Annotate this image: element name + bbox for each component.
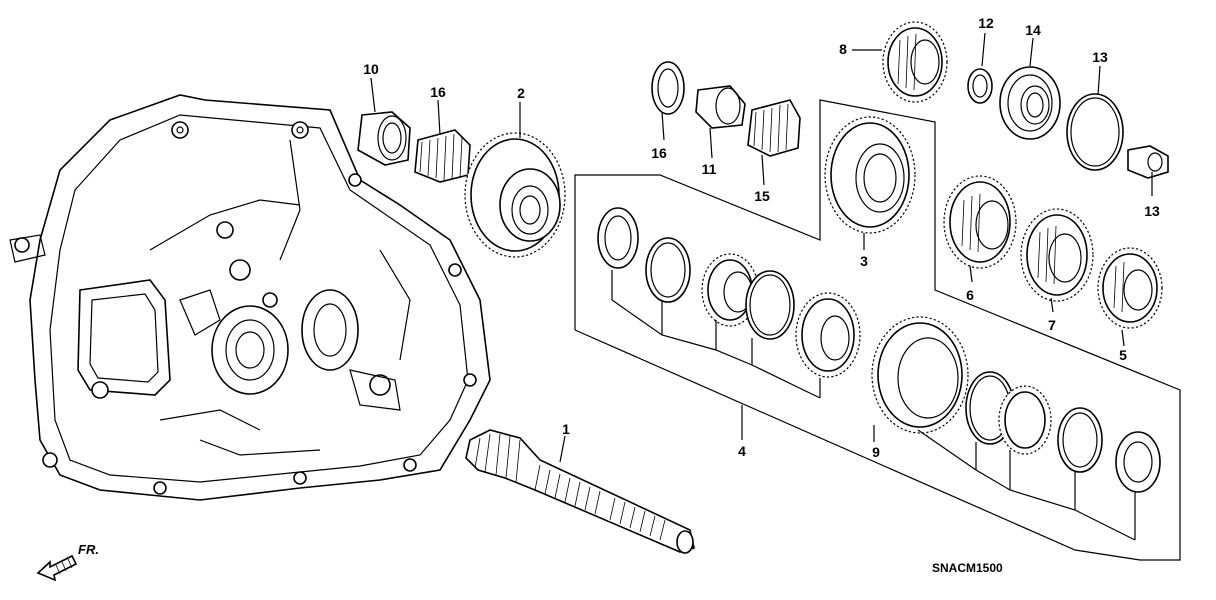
callout-6: 6 [966,287,974,303]
callout-17: 16 [651,145,667,161]
part-4-synchro-assembly[interactable] [597,207,795,340]
callout-8: 8 [839,41,847,57]
callout-15: 14 [1025,22,1041,38]
callout-3: 3 [860,253,868,269]
callout-7: 7 [1048,317,1056,333]
assembly-brackets [574,99,1181,561]
part-2-gear[interactable] [464,132,566,258]
part-14-snap-ring[interactable] [1066,93,1124,171]
part-1-mainshaft[interactable] [465,429,695,554]
callout-11: 11 [702,161,717,177]
part-3-gear[interactable] [824,116,916,234]
leader-lines [370,32,1153,463]
callout-1: 1 [562,421,570,437]
part-11-spacer[interactable] [695,85,746,129]
part-16-needle-bearing-right[interactable] [747,99,801,157]
part-15-ball-bearing[interactable] [999,66,1061,140]
callout-9: 9 [872,444,880,460]
part-9-synchro-assembly[interactable] [795,292,1161,493]
callout-16-left: 16 [430,84,446,100]
callout-14: 13 [1092,49,1108,65]
part-7-gear[interactable] [1020,208,1094,302]
front-direction-label: FR. [78,542,99,557]
callout-5: 5 [1119,347,1127,363]
part-13-nut[interactable] [1127,145,1169,179]
transmission-housing[interactable] [9,94,491,501]
callout-16-right: 15 [754,188,770,204]
callout-4: 4 [738,443,746,459]
callout-2: 2 [517,85,525,101]
part-5-gear[interactable] [1097,247,1163,329]
part-8-gear[interactable] [882,21,948,103]
front-direction-indicator: FR. [36,542,99,582]
part-16-needle-bearing-left[interactable] [414,129,471,183]
callout-12: 12 [978,15,994,31]
part-10-collar[interactable] [357,111,411,166]
part-6-gear[interactable] [943,175,1017,269]
callout-labels: 10 16 2 16 11 15 8 12 14 13 13 3 6 7 5 1… [363,15,1160,460]
callout-10: 10 [363,61,379,77]
part-12-washer[interactable] [967,68,993,104]
callout-13: 13 [1144,203,1160,219]
part-17-ring[interactable] [651,61,685,115]
diagram-code: SNACM1500 [932,561,1003,575]
